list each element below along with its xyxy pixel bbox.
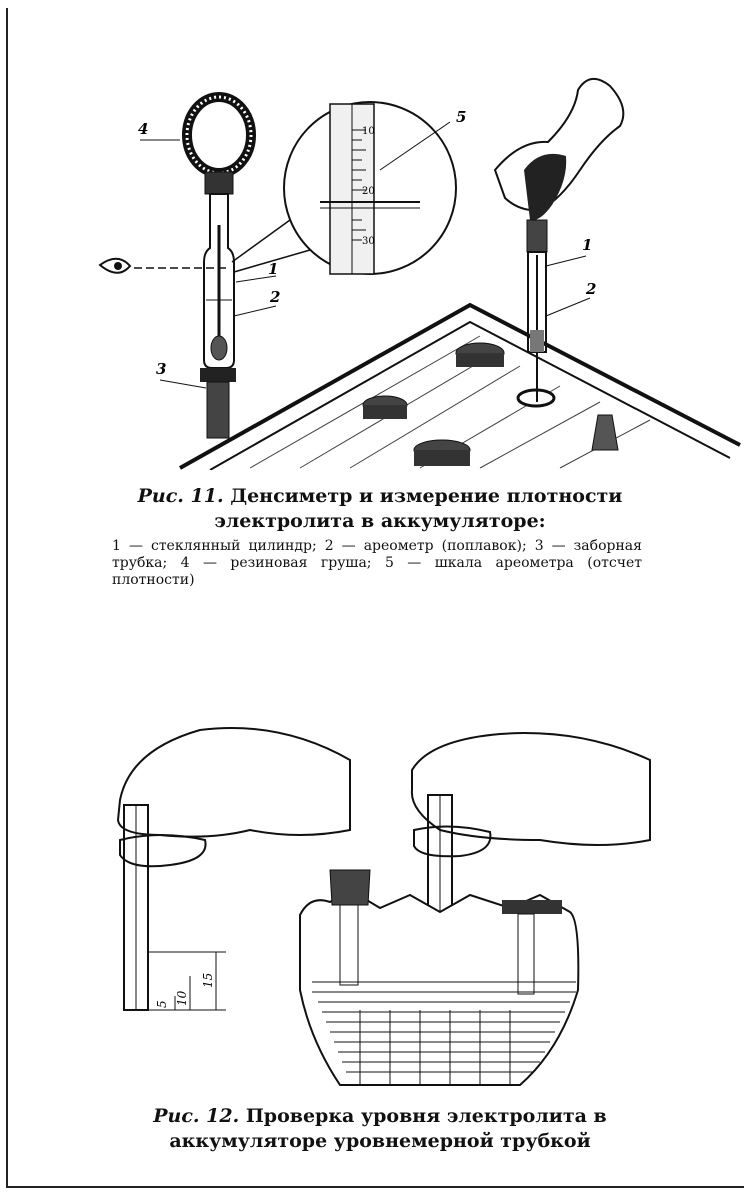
figure-12-prefix: Рис. 12.	[153, 1105, 240, 1127]
figure-11-legend: 1 — стеклянный цилиндр; 2 — ареометр (по…	[112, 538, 642, 588]
figure-12-title: Проверка уровня электролита в аккумулято…	[169, 1105, 607, 1152]
figure-11-illustration: 10 20 30 4 5	[0, 30, 750, 471]
label-5: 5	[456, 108, 466, 126]
dimension-10: 10	[175, 990, 189, 1006]
figure-12-illustration: 5 10 15	[0, 690, 750, 1100]
densimeter-drawing: 10 20 30 4 5	[98, 78, 741, 471]
figure-11-prefix: Рис. 11.	[137, 485, 224, 507]
dimension-15: 15	[201, 973, 215, 988]
figure-11-caption: Рис. 11. Денсиметр и измерение плотности…	[100, 484, 660, 534]
figure-12-caption: Рис. 12. Проверка уровня электролита в а…	[100, 1104, 660, 1154]
dimension-5: 5	[155, 1000, 169, 1008]
label-3: 3	[156, 360, 166, 378]
scale-label-10: 10	[362, 126, 375, 137]
scale-label-20: 20	[362, 186, 375, 197]
label-1-left: 1	[268, 260, 278, 278]
scale-label-30: 30	[362, 236, 375, 247]
label-4: 4	[138, 120, 148, 138]
label-2-left: 2	[269, 288, 280, 306]
page-frame	[6, 8, 744, 1188]
label-1-right: 1	[582, 236, 592, 254]
label-2-right: 2	[585, 280, 596, 298]
figure-11-title: Денсиметр и измерение плотности электрол…	[214, 485, 623, 532]
level-tube-drawing: 5 10 15	[116, 727, 651, 1086]
